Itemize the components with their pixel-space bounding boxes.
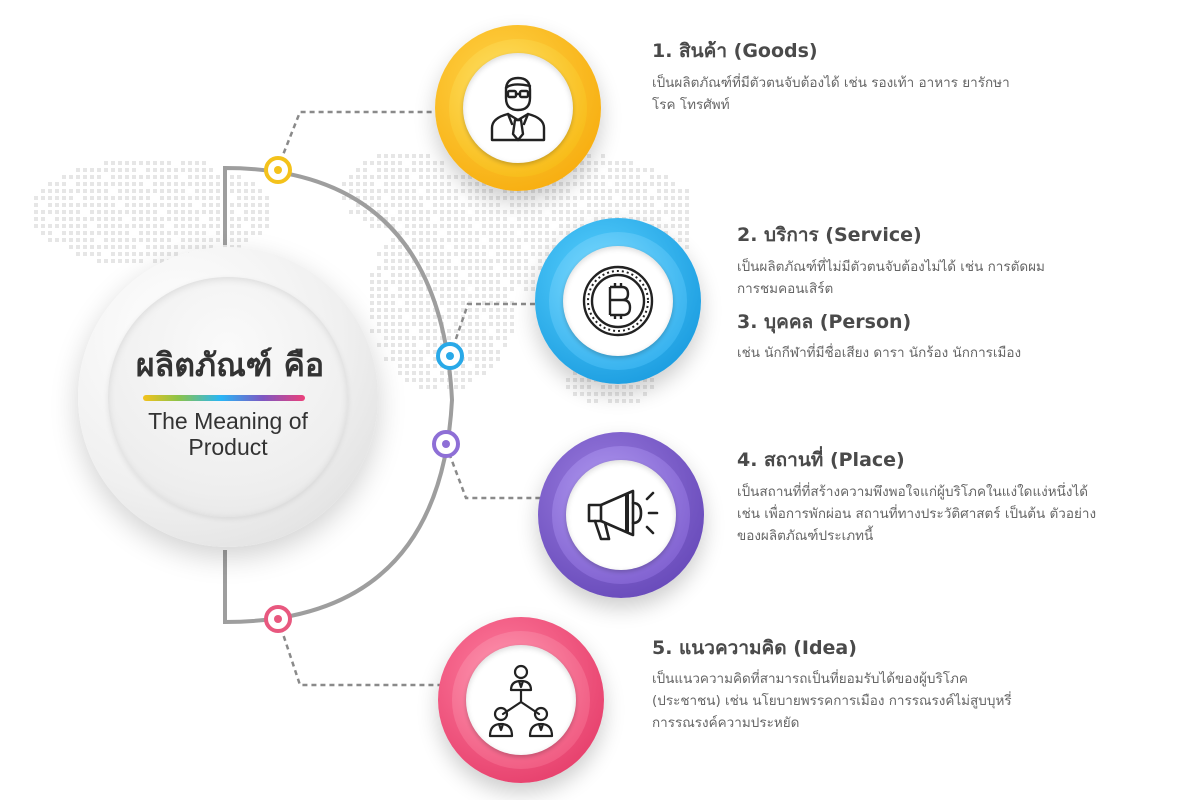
goods-title: 1. สินค้า (Goods) [652,40,818,62]
node-service [436,342,464,370]
service-title: 2. บริการ (Service) [737,224,922,246]
megaphone-icon [587,489,659,541]
place-circle [538,432,704,598]
bitcoin-coin-icon [582,265,654,337]
center-subtitle: The Meaning of Product [148,408,308,460]
node-goods [264,156,292,184]
leader-goods [275,110,440,171]
node-place [432,430,460,458]
center-title: ผลิตภัณฑ์ คือ [135,346,325,384]
person-description: เช่น นักกีฬาที่มีชื่อเสียง ดารา นักร้อง … [737,345,1022,361]
place-title: 4. สถานที่ (Place) [737,449,905,471]
leader-place [444,444,540,500]
service-circle [535,218,701,384]
center-gradient-bar [143,395,305,401]
businessman-icon [490,76,546,142]
leader-service [448,302,540,357]
place-description: เป็นสถานที่ที่สร้างความพึงพอใจแก่ผู้บริโ… [737,484,1097,544]
node-idea [264,605,292,633]
service-description: เป็นผลิตภัณฑ์ที่ไม่มีตัวตนจับต้องไม่ได้ … [737,259,1045,297]
goods-circle [435,25,601,191]
leader-idea [276,618,440,687]
idea-description: เป็นแนวความคิดที่สามารถเป็นที่ยอมรับได้ข… [652,671,1012,731]
team-hierarchy-icon [488,664,554,738]
idea-title: 5. แนวความคิด (Idea) [652,637,857,659]
person-title: 3. บุคคล (Person) [737,311,912,333]
idea-circle [438,617,604,783]
main-arc [223,165,455,625]
goods-description: เป็นผลิตภัณฑ์ที่มีตัวตนจับต้องได้ เช่น ร… [652,75,1010,113]
